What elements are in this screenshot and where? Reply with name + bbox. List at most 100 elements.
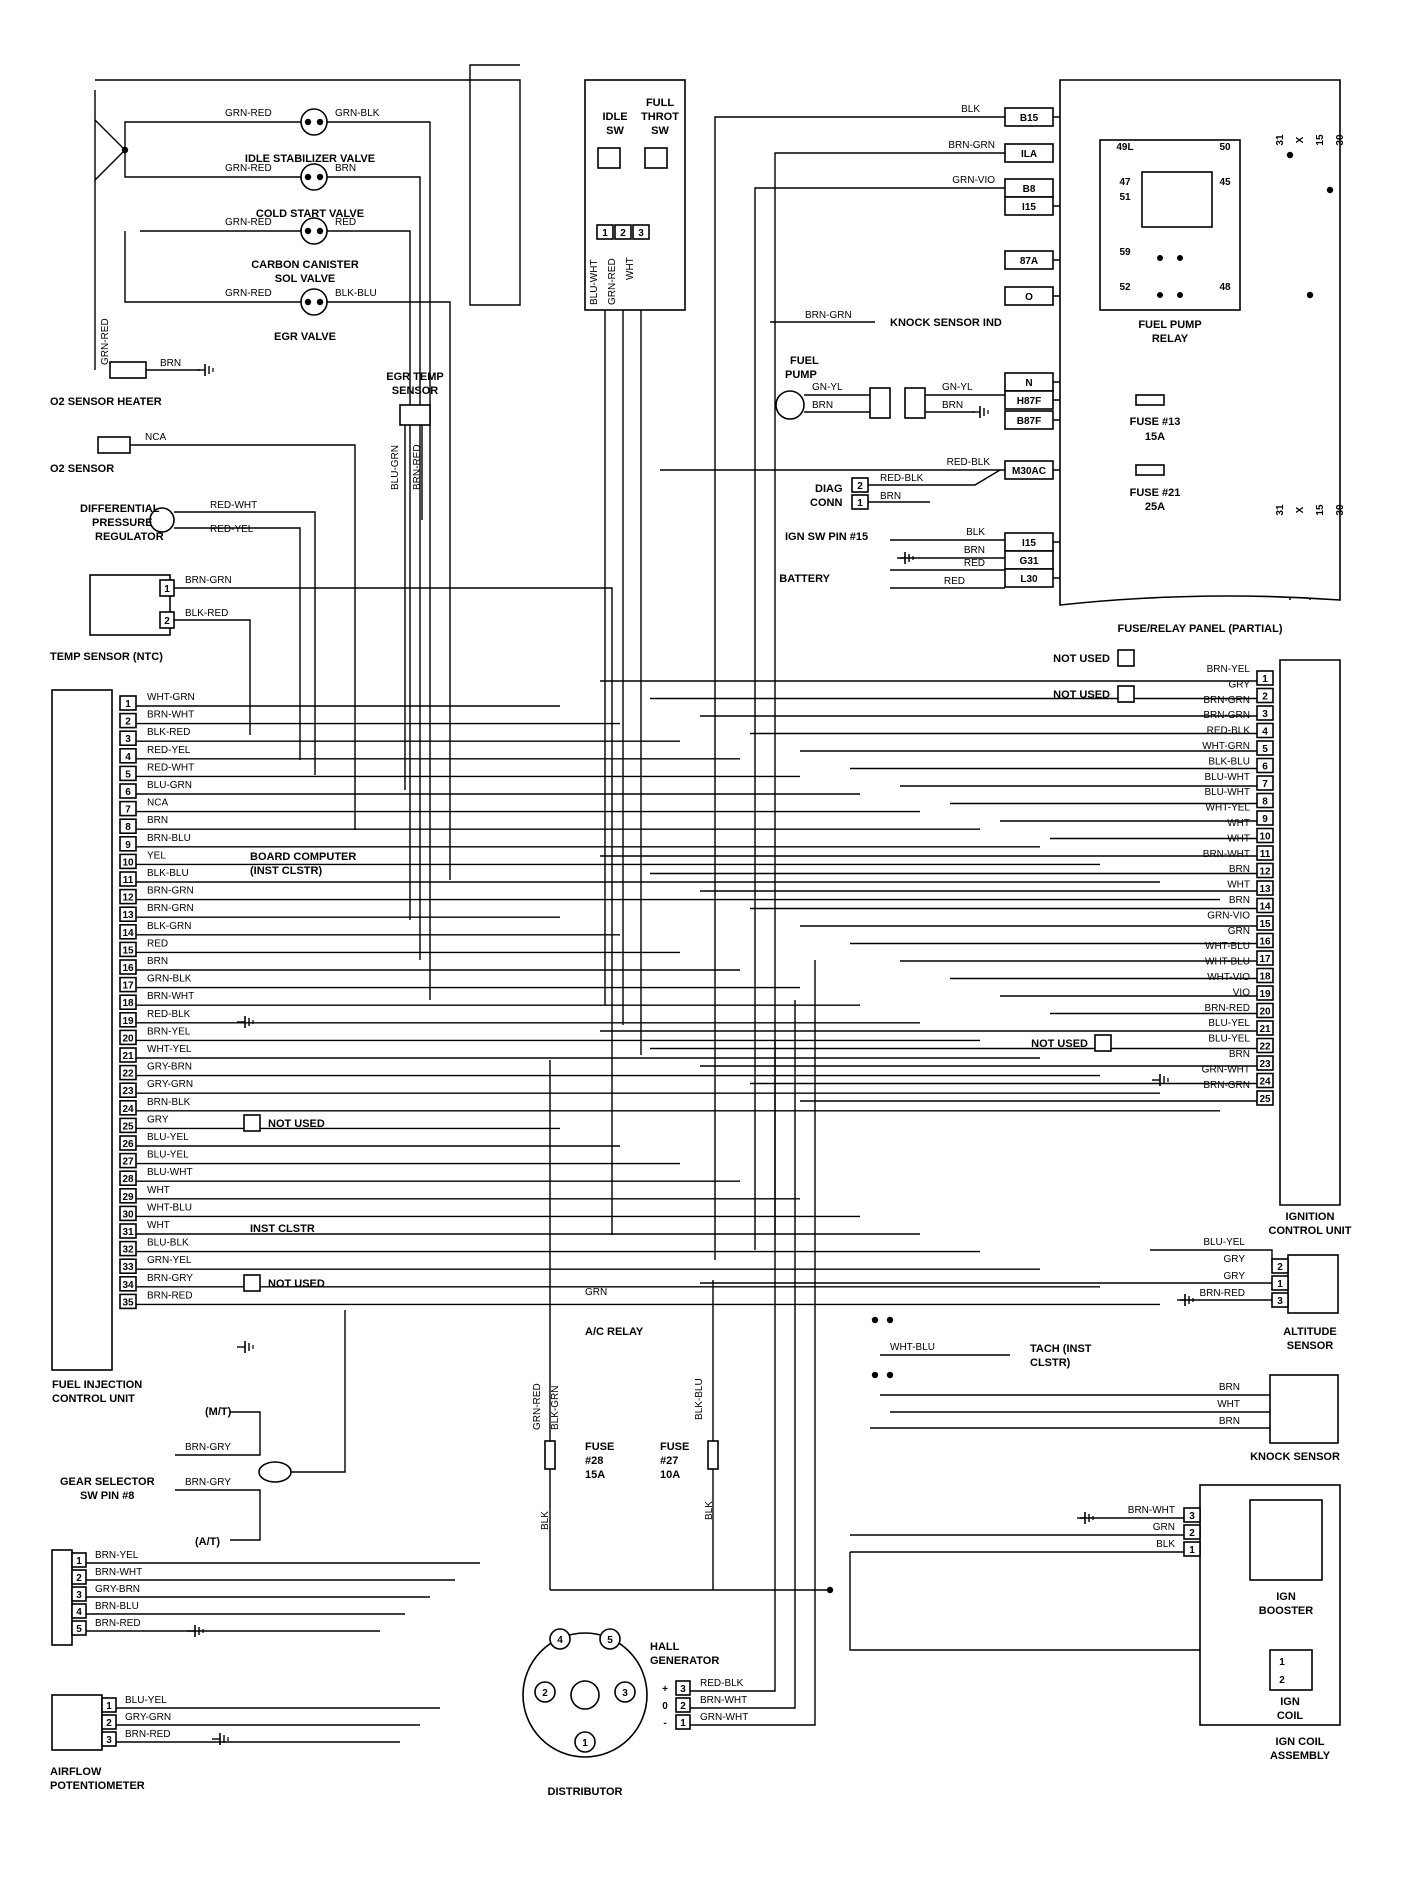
fici-wire-label: BRN-YEL xyxy=(147,1026,191,1037)
component-label: ALTITUDE xyxy=(1283,1326,1337,1338)
icu-pin-number: 21 xyxy=(1259,1024,1271,1035)
relay-contact xyxy=(1177,292,1183,298)
component-label: CONN xyxy=(810,497,842,509)
pin-box xyxy=(675,1714,691,1730)
distributor-terminal xyxy=(534,1681,556,1703)
fici-pin-number: 28 xyxy=(122,1174,134,1185)
icu-pin-number: 4 xyxy=(1262,727,1268,738)
distributor-terminal xyxy=(599,1628,621,1650)
icu-pin-number: 11 xyxy=(1260,849,1271,860)
fici-pin-box xyxy=(119,1276,137,1292)
icu-pin-number: 13 xyxy=(1259,884,1271,895)
fici-pin-number: 32 xyxy=(122,1245,134,1256)
shapes xyxy=(51,79,1341,1758)
brn-grn-ila-wire xyxy=(774,152,1005,1235)
wire-label: RED xyxy=(335,217,356,228)
fici-wire-label: BRN-RED xyxy=(147,1290,193,1301)
fici-pin-number: 7 xyxy=(125,805,131,816)
splice-dot xyxy=(304,298,312,306)
component-label: TACH (INST xyxy=(1030,1343,1092,1355)
wire-label: BRN-GRN xyxy=(805,310,852,321)
panel-terminal xyxy=(1004,107,1054,127)
airflow-potentiometer xyxy=(51,1694,103,1751)
fici-wire-label: RED-WHT xyxy=(147,762,194,773)
pin-number: 1 xyxy=(680,1718,686,1729)
pin-number: 1 xyxy=(106,1701,112,1712)
component-label: SW xyxy=(606,125,624,137)
lower-connector xyxy=(51,1549,73,1646)
blk-b15-wire xyxy=(714,116,1005,1260)
idle-switch-box xyxy=(597,147,621,169)
pin-number: 2 xyxy=(76,1573,82,1584)
panel-terminal xyxy=(1004,286,1054,306)
wire-label: BLU-YEL xyxy=(1203,1237,1245,1248)
wire-label: GRN xyxy=(585,1287,607,1298)
icu-wire-label: GRN xyxy=(1228,926,1250,937)
component-label: NOT USED xyxy=(1053,653,1110,665)
splice-dot xyxy=(316,173,324,181)
splice-dot xyxy=(871,1371,879,1379)
component-label: FUSE #21 xyxy=(1130,487,1181,499)
component-label: CONTROL UNIT xyxy=(1269,1225,1352,1237)
component-label: FUSE/RELAY PANEL (PARTIAL) xyxy=(1117,623,1282,635)
fici-pin-number: 18 xyxy=(122,998,134,1009)
fici-pin-box xyxy=(119,1100,137,1116)
panel-terminal-label: B15 xyxy=(1020,113,1039,124)
wire-label: GRN xyxy=(1153,1522,1175,1533)
panel-terminal-label: B87F xyxy=(1017,416,1041,427)
fici-wire-label: BRN xyxy=(147,956,168,967)
fuse-icon xyxy=(707,1440,719,1470)
component-label: FUEL xyxy=(790,355,819,367)
fici-pin-number: 6 xyxy=(125,787,131,798)
panel-terminal-label: H87F xyxy=(1017,396,1041,407)
fici-pin-number: 19 xyxy=(122,1016,134,1027)
splice-dot xyxy=(871,1316,879,1324)
fici-wire-label: WHT-BLU xyxy=(147,1202,192,1213)
knock-sensor-box xyxy=(1269,1374,1339,1444)
fuse-icon xyxy=(1135,464,1165,476)
wire-label: BRN xyxy=(812,400,833,411)
fici-pin-box xyxy=(119,976,137,993)
icu-pin-number: 9 xyxy=(1262,814,1268,825)
wire-label: GRY xyxy=(1224,1271,1246,1282)
pin-number: 3 xyxy=(106,1735,112,1746)
fici-pin-number: 30 xyxy=(122,1209,134,1220)
panel-terminal-label: B8 xyxy=(1023,184,1036,195)
panel-terminal-label: I15 xyxy=(1022,538,1036,549)
ignition-control-unit xyxy=(1279,659,1341,1206)
hall-wire xyxy=(690,960,816,1726)
icu-wire-label: WHT-GRN xyxy=(1202,741,1250,752)
bus-label: 31 xyxy=(1275,134,1286,146)
hall-wire xyxy=(690,1040,776,1692)
icu-wire-label: BLU-WHT xyxy=(1204,772,1250,783)
fici-wire-label: BRN-WHT xyxy=(147,991,194,1002)
relay-coil-box xyxy=(1141,171,1213,228)
fici-pin-number: 35 xyxy=(122,1297,134,1308)
icu-pin-box xyxy=(1256,775,1274,791)
pin-number: 4 xyxy=(76,1607,82,1618)
component-label: 25A xyxy=(1145,501,1165,513)
fici-wire-label: WHT xyxy=(147,1185,170,1196)
wire-label: BRN xyxy=(964,545,985,556)
fici-pin-number: 14 xyxy=(122,928,134,939)
component-label: #28 xyxy=(585,1455,603,1467)
icu-wire-label: BRN xyxy=(1229,864,1250,875)
icu-wire-label: BRN-RED xyxy=(1204,1003,1250,1014)
wire-label: BRN xyxy=(880,491,901,502)
fici-pin-number: 5 xyxy=(125,769,131,780)
wire-label: BLK xyxy=(540,1511,551,1530)
splice-dot xyxy=(304,227,312,235)
pin-number: 1 xyxy=(1279,1657,1285,1668)
fici-wire-label: BLU-BLK xyxy=(147,1238,189,1249)
fici-pin-box xyxy=(119,1029,137,1046)
pin-box xyxy=(71,1552,87,1568)
wire-label: BLK xyxy=(961,104,980,115)
icu-pin-box xyxy=(1256,862,1274,879)
fici-wire-label: YEL xyxy=(147,850,166,861)
icu-pin-box xyxy=(1256,1055,1274,1071)
wire-label: BRN xyxy=(335,163,356,174)
fici-wire-label: GRY xyxy=(147,1114,169,1125)
component-label: EGR VALVE xyxy=(274,331,336,343)
fuel-injection-control-unit xyxy=(51,689,113,1371)
